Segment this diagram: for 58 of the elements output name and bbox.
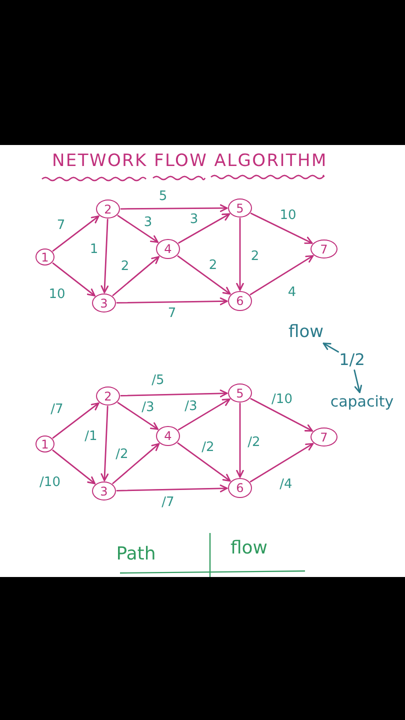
arrow — [178, 398, 230, 430]
node-circle: 3 — [92, 482, 116, 500]
arrow — [236, 402, 244, 478]
arrow — [116, 484, 228, 492]
arrow — [100, 218, 109, 294]
edge-label: /7 — [160, 496, 176, 510]
edge-label: /10 — [270, 392, 294, 408]
edge-label: /3 — [140, 400, 156, 416]
arrow — [178, 213, 230, 244]
node-circle: 1 — [36, 436, 54, 452]
arrow — [120, 390, 228, 398]
edge-label: /3 — [184, 400, 198, 414]
node-circle: 4 — [156, 239, 180, 259]
edge-label: /1 — [84, 430, 98, 444]
arrow — [52, 402, 100, 439]
arrow — [354, 370, 362, 394]
arrow — [177, 442, 231, 482]
edge-label: /2 — [114, 448, 130, 462]
arrow — [112, 256, 160, 296]
edge-label: /7 — [50, 402, 64, 418]
arrow — [250, 212, 313, 244]
title: NETWORK FLOW ALGORITHM — [52, 151, 328, 172]
table-header: Path — [116, 544, 156, 566]
arrow — [117, 402, 159, 430]
arrow — [120, 204, 228, 212]
node-circle: 7 — [310, 240, 338, 258]
arrow — [250, 442, 314, 482]
node-circle: 7 — [310, 428, 338, 446]
edge-label: /5 — [150, 374, 166, 388]
arrow — [250, 255, 314, 296]
edge-label: /2 — [200, 440, 216, 456]
arrow — [52, 215, 100, 252]
node-circle: 1 — [36, 248, 54, 266]
edge-label: /10 — [38, 476, 62, 490]
node-circle: 3 — [92, 294, 116, 312]
node-circle: 5 — [228, 198, 252, 218]
table-header: flow — [230, 538, 268, 560]
arrow — [250, 398, 314, 432]
arrow — [177, 255, 231, 295]
node-circle: 4 — [156, 426, 180, 446]
arrow — [100, 406, 109, 482]
node-circle: 6 — [228, 478, 252, 498]
arrow — [52, 450, 96, 484]
annotation-text: 1/2 — [339, 350, 365, 370]
arrow — [236, 218, 244, 291]
node-circle: 2 — [96, 386, 120, 406]
arrow — [116, 297, 228, 306]
arrow — [112, 443, 160, 484]
annotation-text: flow — [288, 323, 324, 343]
arrow — [117, 215, 159, 243]
arrow — [322, 342, 339, 353]
edge-label: /4 — [278, 478, 294, 492]
edge-label: /2 — [246, 436, 262, 450]
annotation-text: capacity — [330, 393, 394, 411]
node-circle: 2 — [96, 200, 120, 218]
node-circle: 5 — [228, 384, 252, 402]
node-circle: 6 — [228, 291, 252, 311]
arrow — [52, 262, 96, 296]
